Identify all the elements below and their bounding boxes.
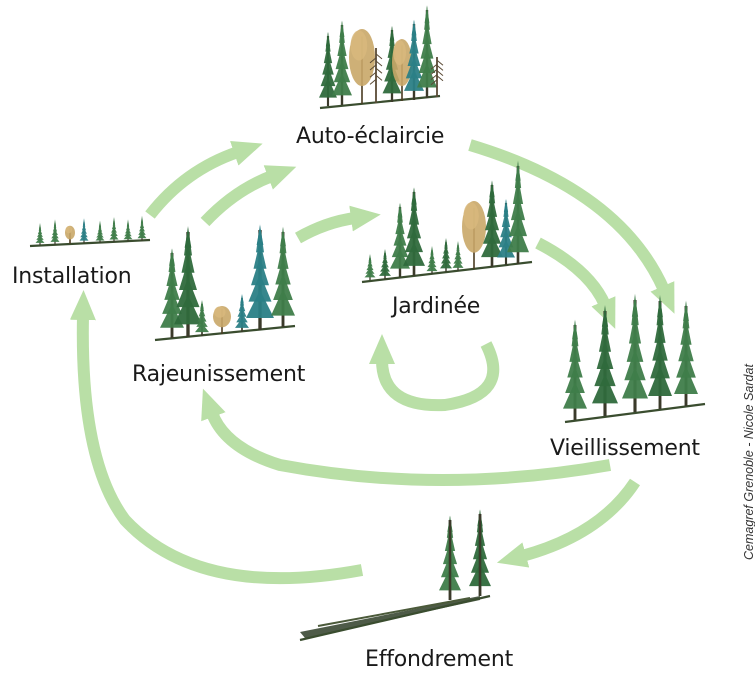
label-vieillissement: Vieillissement xyxy=(550,436,700,461)
conifer-tree xyxy=(379,249,391,279)
jardinee-stand-illustration xyxy=(361,160,533,284)
conifer-tree xyxy=(160,248,184,338)
conifer-tree xyxy=(417,5,437,98)
conifer-tree xyxy=(563,319,587,420)
arrow-vieillissement-to-rajeunissement xyxy=(201,388,612,486)
arrow-auto-eclaircie-to-vieillissement xyxy=(468,139,675,314)
conifer-tree xyxy=(622,293,648,412)
arrow-rajeunissement-to-jardinee xyxy=(295,205,381,244)
conifer-tree xyxy=(648,294,672,409)
deciduous-tree xyxy=(392,39,412,101)
conifer-tree xyxy=(440,238,452,272)
deciduous-tree xyxy=(65,225,75,244)
ground-line xyxy=(564,402,706,424)
conifer-tree xyxy=(507,160,529,264)
conifer-tree xyxy=(674,300,698,406)
deciduous-tree xyxy=(349,29,375,104)
conifer-tree xyxy=(95,220,105,243)
conifer-tree xyxy=(109,217,119,242)
conifer-tree xyxy=(137,215,147,241)
conifer-tree xyxy=(195,300,209,336)
ground-line xyxy=(299,594,491,642)
label-auto-eclaircie: Auto-éclaircie xyxy=(296,124,445,149)
arrow-rajeunissement-to-auto-eclaircie xyxy=(200,165,297,227)
illustration-credit: Cemagref Grenoble - Nicole Sardat xyxy=(742,364,755,560)
cycle-arrows xyxy=(69,139,675,585)
conifer-tree xyxy=(123,219,133,242)
ground-line xyxy=(154,324,296,342)
label-rajeunissement: Rajeunissement xyxy=(132,362,306,387)
conifer-tree xyxy=(174,226,202,337)
conifer-tree xyxy=(332,20,352,105)
rajeunissement-stand-illustration xyxy=(154,224,296,342)
fallen-trunk xyxy=(317,597,471,627)
conifer-tree xyxy=(50,219,60,245)
dead-tree xyxy=(430,57,444,97)
fallen-trunk xyxy=(300,596,480,638)
arrow-vieillissement-to-effondrement xyxy=(496,478,641,568)
deciduous-tree xyxy=(462,201,486,269)
label-effondrement: Effondrement xyxy=(365,647,513,672)
conifer-tree xyxy=(364,254,376,280)
conifer-tree xyxy=(497,199,515,265)
conifer-tree xyxy=(271,226,295,327)
conifer-tree xyxy=(79,218,89,244)
deciduous-tree xyxy=(213,306,231,334)
auto-eclaircie-stand-illustration xyxy=(319,5,444,110)
conifer-tree xyxy=(390,203,410,277)
label-jardinee: Jardinée xyxy=(392,294,481,319)
arrow-jardinee-loop xyxy=(369,334,500,412)
ground-line xyxy=(319,94,441,110)
conifer-tree xyxy=(319,32,337,106)
vieillissement-stand-illustration xyxy=(563,293,706,424)
arrow-effondrement-to-installation xyxy=(69,290,364,585)
conifer-tree xyxy=(403,187,425,276)
effondrement-stand-illustration xyxy=(299,509,491,642)
arrow-installation-to-auto-eclaircie xyxy=(145,140,263,219)
installation-seedlings-illustration xyxy=(29,215,151,248)
ground-line xyxy=(29,238,151,248)
arrow-jardinee-to-vieillissement xyxy=(535,237,616,329)
conifer-tree xyxy=(246,224,274,330)
label-installation: Installation xyxy=(12,264,132,289)
dead-tree xyxy=(369,48,383,103)
conifer-tree xyxy=(592,305,618,416)
conifer-tree xyxy=(481,180,503,267)
conifer-tree xyxy=(426,246,438,274)
conifer-tree xyxy=(35,223,45,245)
ground-line xyxy=(361,260,533,284)
conifer-tree xyxy=(235,294,249,332)
conifer-tree xyxy=(452,241,464,271)
